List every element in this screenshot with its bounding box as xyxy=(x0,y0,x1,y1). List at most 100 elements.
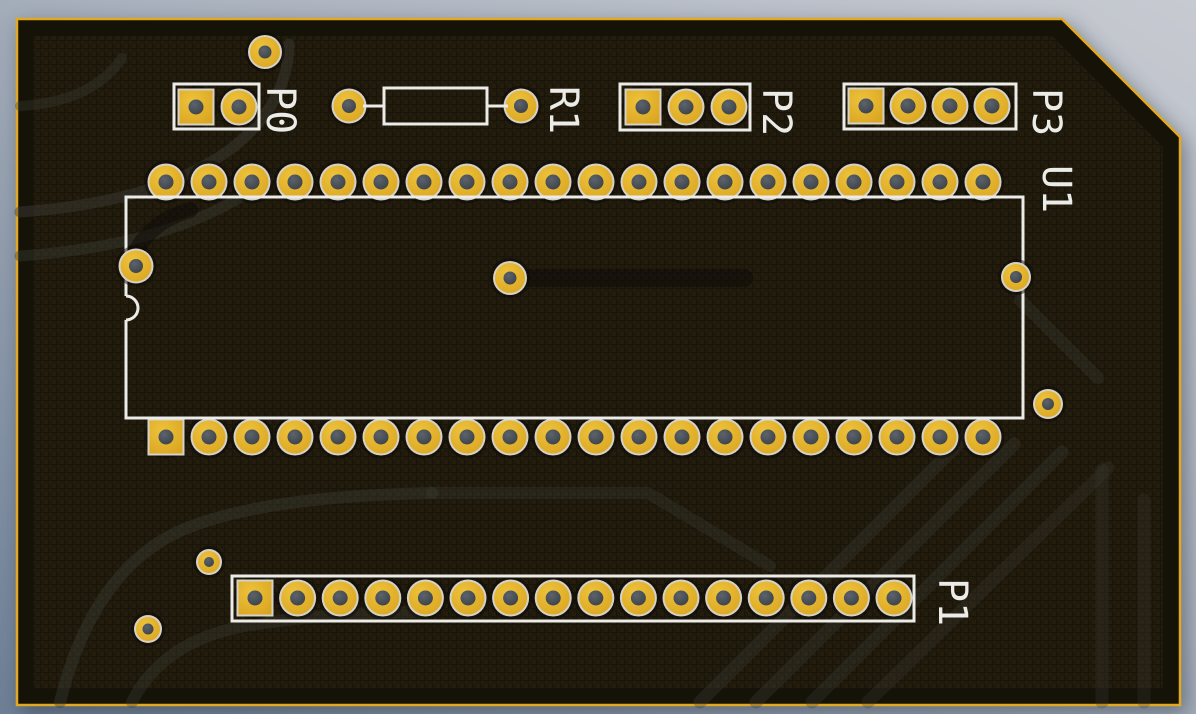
drill-hole xyxy=(843,590,859,606)
drill-hole xyxy=(373,174,389,190)
silkscreen-outline-p2[interactable] xyxy=(618,82,752,132)
silkscreen-label-p1[interactable]: P1 xyxy=(929,578,975,627)
copper-trace xyxy=(126,606,426,708)
drill-hole xyxy=(373,429,389,445)
drill-hole xyxy=(204,557,214,567)
drill-hole xyxy=(760,429,776,445)
drill-hole xyxy=(459,174,475,190)
silkscreen-label-u1[interactable]: U1 xyxy=(1033,165,1079,214)
drill-hole xyxy=(984,98,1000,114)
drill-hole xyxy=(716,590,732,606)
drill-hole xyxy=(158,429,174,445)
drill-hole xyxy=(375,590,391,606)
drill-hole xyxy=(588,590,604,606)
drill-hole xyxy=(416,174,432,190)
drill-hole xyxy=(244,429,260,445)
drill-hole xyxy=(846,429,862,445)
drill-hole xyxy=(545,429,561,445)
drill-hole xyxy=(545,590,561,606)
copper-trace xyxy=(14,38,295,218)
copper-trace xyxy=(693,427,975,709)
silkscreen-outline-p1[interactable] xyxy=(230,574,916,623)
drill-hole xyxy=(330,174,346,190)
drill-hole xyxy=(674,174,690,190)
drill-hole xyxy=(631,174,647,190)
drill-hole xyxy=(674,429,690,445)
copper-pour xyxy=(34,36,1163,688)
drill-hole xyxy=(942,98,958,114)
drill-hole xyxy=(416,429,432,445)
drill-hole xyxy=(129,259,143,273)
copper-trace xyxy=(805,445,1069,709)
drill-hole xyxy=(717,429,733,445)
drill-hole xyxy=(758,590,774,606)
pin1-notch-arc xyxy=(125,294,140,322)
drill-hole xyxy=(717,174,733,190)
drill-hole xyxy=(975,174,991,190)
drill-hole xyxy=(244,174,260,190)
drill-hole xyxy=(514,99,528,113)
drill-hole xyxy=(635,99,651,115)
drill-hole xyxy=(247,590,263,606)
drill-hole xyxy=(721,99,737,115)
drill-hole xyxy=(417,590,433,606)
component-p2[interactable] xyxy=(618,82,752,132)
copper-trace xyxy=(426,487,776,572)
copper-trace xyxy=(749,437,1021,709)
drill-hole xyxy=(332,590,348,606)
drill-hole xyxy=(503,271,517,285)
component-u1[interactable] xyxy=(114,160,1025,459)
drill-hole xyxy=(460,590,476,606)
drill-hole xyxy=(188,99,204,115)
drill-hole xyxy=(673,590,689,606)
copper-trace xyxy=(54,487,438,708)
drill-hole xyxy=(545,174,561,190)
drill-hole xyxy=(459,429,475,445)
component-r1[interactable] xyxy=(328,85,542,127)
drill-hole xyxy=(1010,271,1022,283)
drill-hole xyxy=(502,429,518,445)
component-p0[interactable] xyxy=(172,82,261,131)
drill-hole xyxy=(201,174,217,190)
drill-hole xyxy=(630,590,646,606)
component-p1[interactable] xyxy=(230,574,916,623)
drill-hole xyxy=(803,429,819,445)
drill-hole xyxy=(201,429,217,445)
drill-hole xyxy=(678,99,694,115)
drill-hole xyxy=(889,429,905,445)
drill-hole xyxy=(287,429,303,445)
drill-hole xyxy=(158,174,174,190)
component-p3[interactable] xyxy=(842,82,1018,131)
silkscreen-outline-p3[interactable] xyxy=(842,82,1018,131)
drill-hole xyxy=(503,590,519,606)
copper-trace xyxy=(861,461,1115,709)
drill-hole xyxy=(975,429,991,445)
drill-hole xyxy=(142,623,154,635)
drill-hole xyxy=(932,174,948,190)
copper-trace xyxy=(1014,294,1104,384)
drill-hole xyxy=(932,429,948,445)
drill-hole xyxy=(290,590,306,606)
silkscreen-label-r1[interactable]: R1 xyxy=(540,86,586,135)
drill-hole xyxy=(342,99,356,113)
drill-hole xyxy=(330,429,346,445)
drill-hole xyxy=(858,98,874,114)
drill-hole xyxy=(588,174,604,190)
drill-hole xyxy=(801,590,817,606)
drill-hole xyxy=(231,99,247,115)
drill-hole xyxy=(760,174,776,190)
copper-trace xyxy=(15,53,127,111)
silkscreen-label-p0[interactable]: P0 xyxy=(257,86,303,135)
silkscreen-label-p3[interactable]: P3 xyxy=(1023,88,1069,137)
drill-hole xyxy=(258,45,272,59)
pin1-notch-fill xyxy=(114,296,138,320)
silkscreen-outline-p0[interactable] xyxy=(172,82,261,131)
drill-hole xyxy=(900,98,916,114)
drill-hole xyxy=(889,174,905,190)
drill-hole xyxy=(1042,398,1054,410)
drill-hole xyxy=(803,174,819,190)
drill-hole xyxy=(502,174,518,190)
silkscreen-label-p2[interactable]: P2 xyxy=(753,88,799,137)
